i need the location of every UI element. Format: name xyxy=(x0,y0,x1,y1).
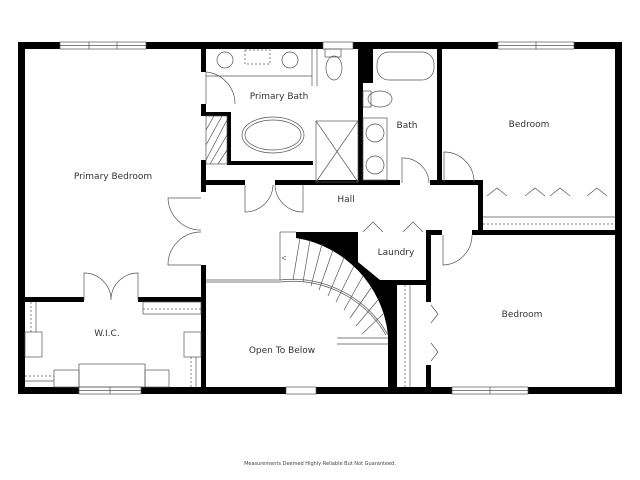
room-label-hall: Hall xyxy=(337,195,355,205)
room-label-open-to-below: Open To Below xyxy=(248,346,316,356)
room-label-bedroom-2: Bedroom xyxy=(501,310,543,320)
room-label-primary-bath: Primary Bath xyxy=(249,92,309,102)
disclaimer-text: Measurements Deemed Highly Reliable But … xyxy=(244,461,396,467)
room-label-bath: Bath xyxy=(396,121,418,131)
room-label-primary-bedroom: Primary Bedroom xyxy=(73,172,153,182)
windows xyxy=(59,41,575,395)
room-label-laundry: Laundry xyxy=(377,248,415,258)
exterior-walls xyxy=(18,42,622,394)
room-label-bedroom-1: Bedroom xyxy=(508,120,550,130)
room-label-wic: W.I.C. xyxy=(94,329,120,339)
interior-walls xyxy=(18,42,622,394)
fixtures xyxy=(24,48,615,388)
